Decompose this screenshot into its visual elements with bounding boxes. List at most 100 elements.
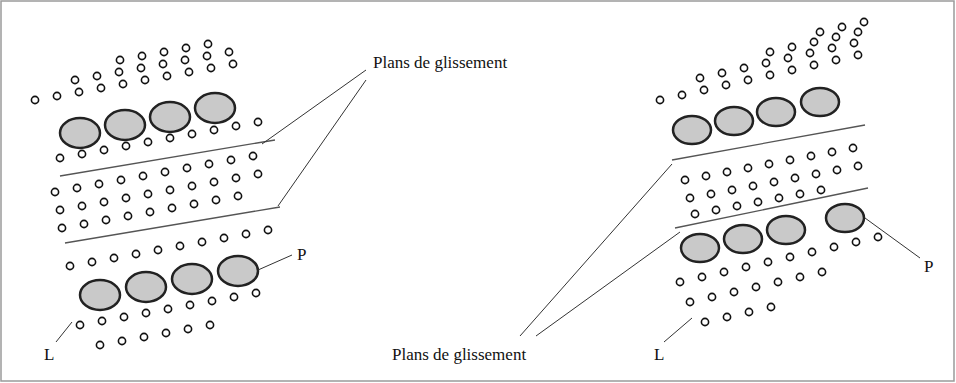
solvent-atom [140, 333, 147, 340]
solvent-atom [754, 198, 761, 205]
solvent-atom [210, 126, 217, 133]
solvent-atom [185, 68, 192, 75]
solvent-atom [796, 273, 803, 280]
solvent-atom [249, 152, 256, 159]
solvent-atom [766, 48, 773, 55]
solvent-atom [210, 178, 217, 185]
solvent-atom [98, 317, 105, 324]
solvent-atom [681, 176, 688, 183]
solvent-atom [702, 172, 709, 179]
solvent-atom [788, 66, 795, 73]
solvent-atom [78, 150, 85, 157]
solvent-atom [817, 186, 824, 193]
solvent-atom [163, 72, 170, 79]
solvent-atom [854, 51, 861, 58]
solvent-atom [183, 164, 190, 171]
solvent-atom [744, 164, 751, 171]
solvent-atom [56, 206, 63, 213]
solvent-atom [232, 122, 239, 129]
solvent-atom [53, 92, 60, 99]
solvent-atom [696, 74, 703, 81]
solvent-atom [767, 303, 774, 310]
solvent-atom [744, 76, 751, 83]
solvent-atom [828, 148, 835, 155]
solvent-atom [796, 190, 803, 197]
solvent-atom [774, 278, 781, 285]
solvent-atom [207, 64, 214, 71]
solute-label: P [924, 258, 933, 275]
solvent-atom [80, 220, 87, 227]
solvent-atom [234, 192, 241, 199]
solvent-atom [740, 64, 747, 71]
solvent-atom [766, 71, 773, 78]
leader-lines [56, 70, 920, 342]
solvent-atom [830, 243, 837, 250]
solvent-atom [686, 298, 693, 305]
solvent-atom [93, 72, 100, 79]
solvent-atoms [31, 18, 881, 348]
solvent-atom [186, 301, 193, 308]
solvent-atom [122, 194, 129, 201]
solvent-atom [205, 160, 212, 167]
solvent-atom [71, 76, 78, 83]
solvent-atom [656, 96, 663, 103]
solvent-atom [116, 56, 123, 63]
solvent-atom [786, 253, 793, 260]
solvent-atom [816, 28, 823, 35]
solvent-atom [198, 238, 205, 245]
solvent-atom [810, 38, 817, 45]
solvent-atom [676, 278, 683, 285]
solvent-atom [764, 258, 771, 265]
solvent-atom [208, 297, 215, 304]
solvent-atom [838, 23, 845, 30]
solvent-atom [808, 248, 815, 255]
solvent-atom [678, 91, 685, 98]
solvent-atom [97, 84, 104, 91]
solvent-atom [852, 238, 859, 245]
solvent-atom [76, 321, 83, 328]
solvent-atom [229, 60, 236, 67]
solvent-atom [832, 33, 839, 40]
solvent-atom [51, 188, 58, 195]
solvent-atom [141, 76, 148, 83]
slip-planes [60, 125, 868, 243]
solvent-atom [161, 168, 168, 175]
solvent-atom [58, 224, 65, 231]
solvent-atom [137, 64, 144, 71]
solvent-atom [95, 180, 102, 187]
slip-plane-label: Plans de glissement [373, 54, 507, 71]
solvent-atom [786, 156, 793, 163]
solvent-atom [190, 200, 197, 207]
slip-plane-label: Plans de glissement [392, 346, 526, 363]
solute-label: P [297, 246, 306, 263]
solvent-atom [791, 174, 798, 181]
solvent-atom [765, 160, 772, 167]
solvent-atom [849, 144, 856, 151]
solvent-atom [176, 242, 183, 249]
solvent-atom [832, 56, 839, 63]
solvent-atom [854, 162, 861, 169]
solvent-atom [159, 60, 166, 67]
solvent-atom [144, 138, 151, 145]
solvent-atom [745, 308, 752, 315]
solvent-atom [812, 170, 819, 177]
solvent-atom [225, 48, 232, 55]
solvent-atom [188, 182, 195, 189]
solvent-atom [752, 283, 759, 290]
solvent-atom [162, 329, 169, 336]
solvent-atom [142, 309, 149, 316]
solvent-atom [184, 325, 191, 332]
solvent-atom [73, 184, 80, 191]
solvent-atom [100, 146, 107, 153]
solvent-atom [712, 206, 719, 213]
solvent-atom [828, 44, 835, 51]
solvent-atom [160, 48, 167, 55]
solvent-atom [138, 52, 145, 59]
solvent-label: L [654, 346, 664, 363]
solvent-atom [88, 258, 95, 265]
solvent-atom [701, 318, 708, 325]
solvent-atom [807, 152, 814, 159]
solvent-atom [119, 80, 126, 87]
solvent-atom [770, 178, 777, 185]
solvent-atom [854, 28, 861, 35]
